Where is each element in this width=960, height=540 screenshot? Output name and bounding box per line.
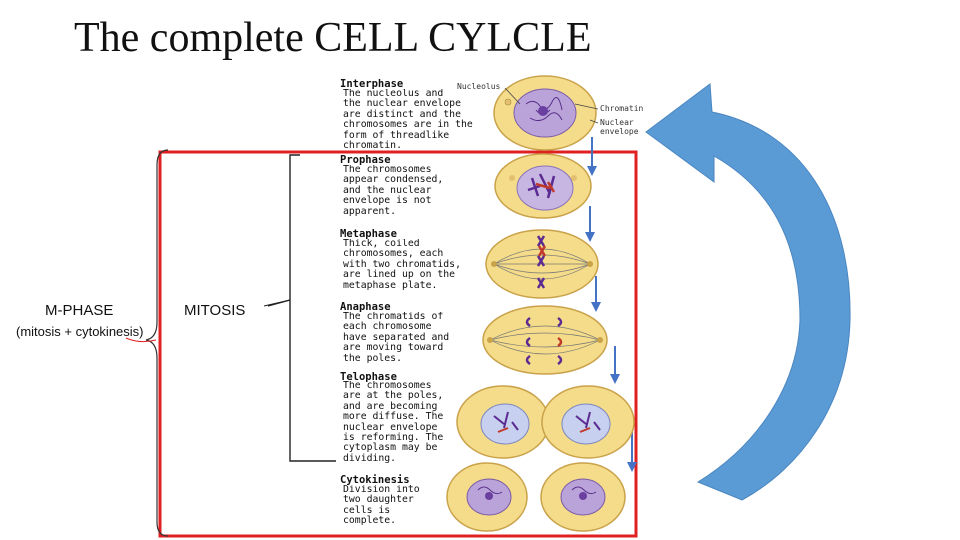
stage-title-anaphase: Anaphase <box>340 301 391 313</box>
stage-down-arrows <box>585 137 637 472</box>
stage-title-telophase: Telophase <box>340 371 397 383</box>
prophase-cell <box>494 153 592 219</box>
m-phase-brace <box>145 149 169 537</box>
mitosis-label: MITOSIS <box>184 302 246 319</box>
telophase-cells <box>456 385 635 459</box>
nuclear-envelope-label: Nuclear envelope <box>600 118 639 136</box>
stage-desc-anaphase: The chromatids of each chromosome have s… <box>343 312 450 364</box>
m-phase-red-box <box>158 150 638 538</box>
stage-title-prophase: Prophase <box>340 154 391 166</box>
chromatin-label: Chromatin <box>600 104 644 113</box>
stage-desc-interphase: The nucleolus and the nuclear envelope a… <box>343 89 473 151</box>
stage-title-interphase: Interphase <box>340 78 404 90</box>
anaphase-cell <box>482 305 608 375</box>
stage-title-cytokinesis: Cytokinesis <box>340 474 410 486</box>
interphase-cell <box>493 75 599 151</box>
m-phase-label: M-PHASE <box>45 302 114 319</box>
metaphase-cell <box>485 229 599 299</box>
stage-desc-telophase: The chromosomes are at the poles, and ar… <box>343 381 444 464</box>
sublabel-mark <box>125 337 157 343</box>
stage-desc-metaphase: Thick, coiled chromosomes, each with two… <box>343 239 461 291</box>
stage-desc-cytokinesis: Division into two daughter cells is comp… <box>343 485 420 527</box>
m-phase-sublabel: (mitosis + cytokinesis) <box>16 324 144 339</box>
mitosis-bracket <box>267 154 336 462</box>
cytokinesis-cells <box>446 462 626 532</box>
stage-title-metaphase: Metaphase <box>340 228 397 240</box>
nucleolus-label: Nucleolus <box>457 82 501 91</box>
cycle-arrow <box>645 83 851 501</box>
stage-desc-prophase: The chromosomes appear condensed, and th… <box>343 165 444 217</box>
slide-title: The complete CELL CYLCLE <box>74 15 592 61</box>
